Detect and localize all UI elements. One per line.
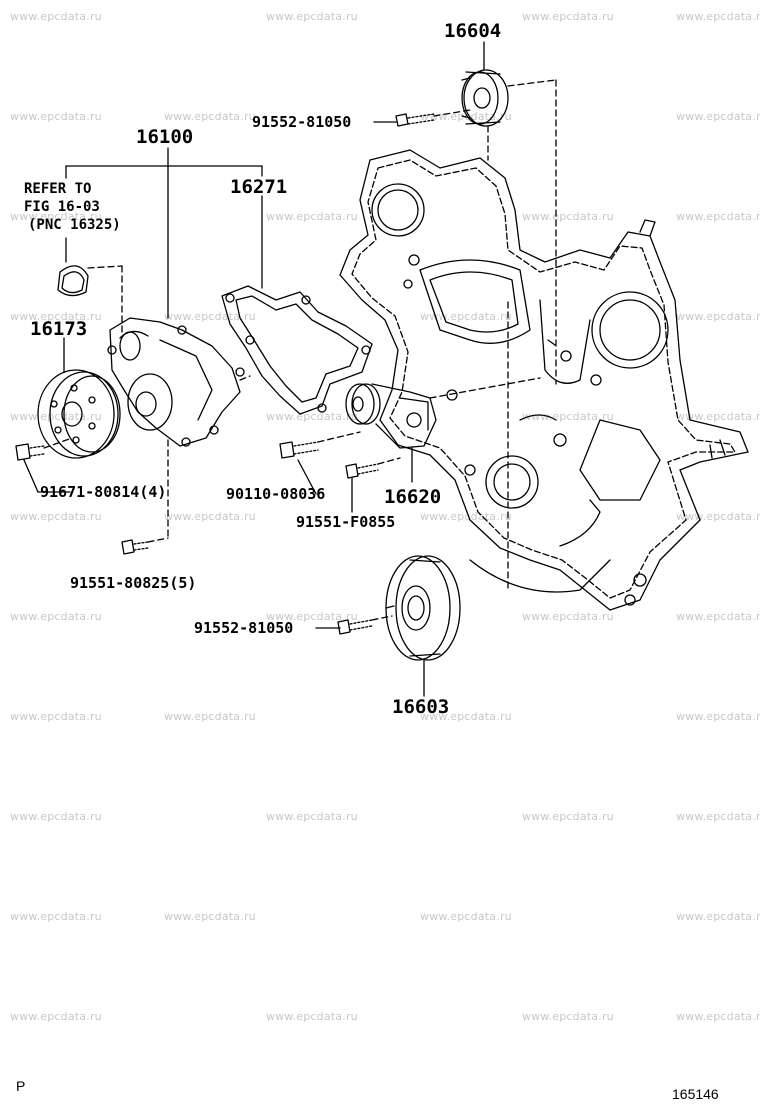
- water-pump-drawing: [107, 317, 245, 447]
- watermark-text: www.epcdata.ru: [676, 710, 760, 723]
- watermark-text: www.epcdata.ru: [420, 710, 512, 723]
- part-label-91551-f0855[interactable]: 91551-F0855: [296, 513, 396, 531]
- part-label-16604[interactable]: 16604: [444, 20, 502, 42]
- part-label-16271[interactable]: 16271: [230, 176, 288, 198]
- watermark-text: www.epcdata.ru: [676, 210, 760, 223]
- watermark-text: www.epcdata.ru: [10, 210, 102, 223]
- watermark-text: www.epcdata.ru: [676, 610, 760, 623]
- watermark-text: www.epcdata.ru: [10, 610, 102, 623]
- crank-pulley-drawing: [385, 555, 461, 661]
- watermark-text: www.epcdata.ru: [676, 410, 760, 423]
- watermark-text: www.epcdata.ru: [266, 210, 358, 223]
- reference-note-line3: (PNC 16325): [28, 217, 121, 233]
- watermark-text: www.epcdata.ru: [266, 810, 358, 823]
- watermark-text: www.epcdata.ru: [522, 1010, 614, 1023]
- illustration-number: 165146: [672, 1086, 719, 1102]
- part-label-91552-lower[interactable]: 91552-81050: [194, 619, 294, 637]
- watermark-text: www.epcdata.ru: [522, 410, 614, 423]
- watermark-text: www.epcdata.ru: [522, 10, 614, 23]
- alignment-lines: [43, 79, 557, 621]
- watermark-text: www.epcdata.ru: [164, 910, 256, 923]
- part-label-16173[interactable]: 16173: [30, 318, 88, 340]
- bolts-drawing: [15, 113, 435, 635]
- part-label-91551-80825[interactable]: 91551-80825(5): [70, 574, 197, 592]
- watermark-text: www.epcdata.ru: [266, 610, 358, 623]
- watermark-text: www.epcdata.ru: [164, 310, 256, 323]
- watermark-text: www.epcdata.ru: [164, 510, 256, 523]
- watermark-text: www.epcdata.ru: [10, 10, 102, 23]
- part-label-91552-upper[interactable]: 91552-81050: [252, 113, 352, 131]
- part-label-16620[interactable]: 16620: [384, 486, 442, 508]
- watermark-text: www.epcdata.ru: [10, 510, 102, 523]
- watermark-text: www.epcdata.ru: [676, 910, 760, 923]
- timing-cover-drawing: [339, 149, 749, 611]
- watermark-text: www.epcdata.ru: [10, 110, 102, 123]
- water-pump-gasket-drawing: [221, 285, 373, 415]
- o-ring-drawing: [57, 265, 89, 297]
- watermark-text: www.epcdata.ru: [266, 10, 358, 23]
- part-label-16603[interactable]: 16603: [392, 696, 450, 718]
- watermark-text: www.epcdata.ru: [10, 410, 102, 423]
- watermark-text: www.epcdata.ru: [164, 710, 256, 723]
- watermark-text: www.epcdata.ru: [522, 810, 614, 823]
- tensioner-drawing: [345, 383, 437, 449]
- watermark-text: www.epcdata.ru: [676, 310, 760, 323]
- watermark-text: www.epcdata.ru: [676, 110, 760, 123]
- reference-note-line2: FIG 16-03: [24, 199, 100, 215]
- watermark-text: www.epcdata.ru: [10, 310, 102, 323]
- watermark-text: www.epcdata.ru: [676, 1010, 760, 1023]
- watermark-text: www.epcdata.ru: [266, 1010, 358, 1023]
- reference-note-line1: REFER TO: [24, 181, 92, 197]
- watermark-text: www.epcdata.ru: [522, 210, 614, 223]
- watermark-text: www.epcdata.ru: [10, 910, 102, 923]
- corner-letter: P: [16, 1078, 26, 1094]
- watermark-text: www.epcdata.ru: [420, 510, 512, 523]
- watermark-text: www.epcdata.ru: [522, 610, 614, 623]
- fan-pulley-drawing: [37, 369, 121, 459]
- watermark-text: www.epcdata.ru: [266, 410, 358, 423]
- watermark-text: www.epcdata.ru: [420, 910, 512, 923]
- watermark-text: www.epcdata.ru: [10, 810, 102, 823]
- watermark-text: www.epcdata.ru: [164, 110, 256, 123]
- leader-lines: [23, 41, 485, 697]
- idler-pulley-upper-drawing: [461, 69, 509, 127]
- watermark-text: www.epcdata.ru: [10, 1010, 102, 1023]
- part-label-16100[interactable]: 16100: [136, 126, 194, 148]
- part-label-90110[interactable]: 90110-08036: [226, 485, 326, 503]
- watermark-text: www.epcdata.ru: [676, 810, 760, 823]
- part-label-91671[interactable]: 91671-80814(4): [40, 483, 167, 501]
- watermark-text: www.epcdata.ru: [676, 10, 760, 23]
- watermark-text: www.epcdata.ru: [10, 710, 102, 723]
- reference-note[interactable]: REFER TO FIG 16-03 (PNC 16325): [24, 180, 121, 234]
